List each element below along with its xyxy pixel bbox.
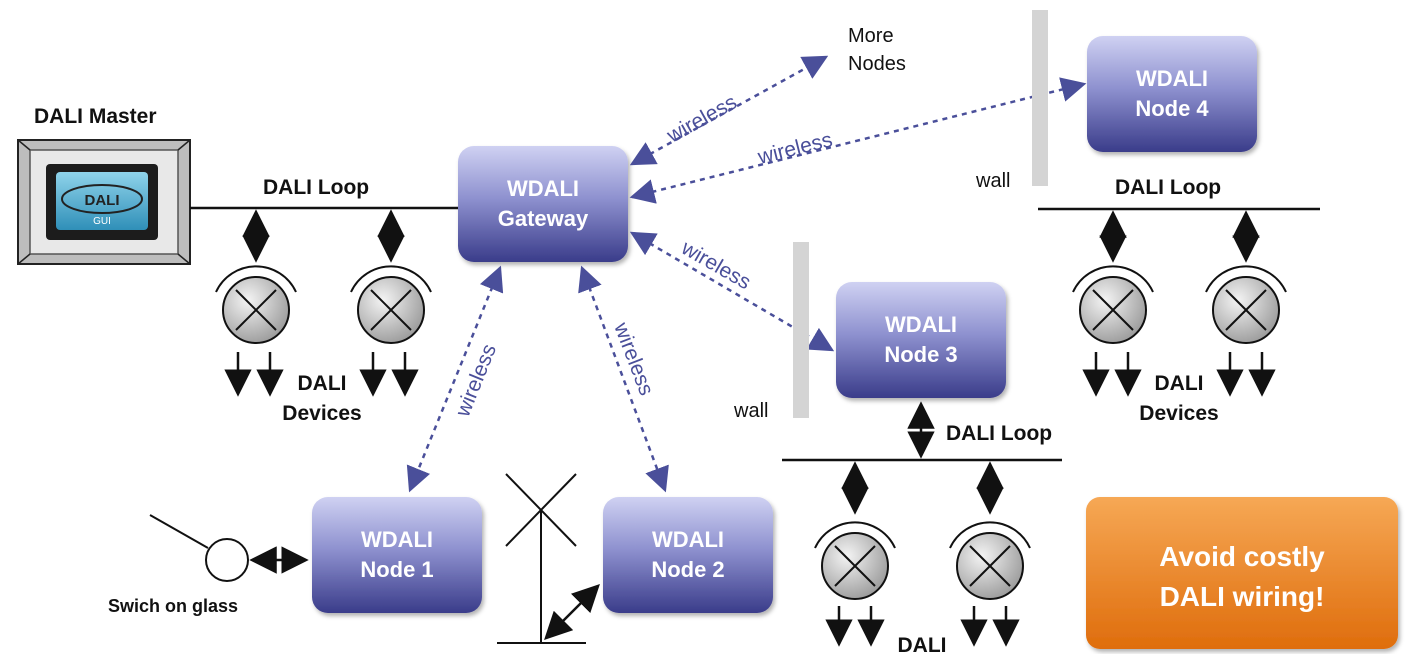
wireless-label: wireless (609, 319, 658, 399)
callout-line2: DALI wiring! (1160, 581, 1325, 612)
dali-master-panel: DALI GUI (17, 139, 191, 265)
lamp-icon (215, 265, 297, 344)
node2-title: WDALI (652, 527, 724, 552)
wdali-node3-box (836, 282, 1006, 398)
wdali-node2-box (603, 497, 773, 613)
wdali-node1-box (312, 497, 482, 613)
dali-loop-label-node3: DALI Loop (946, 422, 1052, 445)
node4-subtitle: Node 4 (1135, 96, 1209, 121)
wdali-node4-box (1087, 36, 1257, 152)
gui-text: GUI (93, 216, 111, 227)
antenna-arrow (544, 584, 600, 640)
dali-master-label: DALI Master (34, 105, 157, 128)
gui-dali-logo: DALI (85, 192, 120, 209)
antenna-icon (497, 473, 586, 644)
dali-devices-label: DALI (898, 634, 947, 654)
wireless-link-node4 (629, 77, 1087, 204)
lamp-icon (1205, 265, 1287, 344)
switch-on-glass-label: Swich on glass (108, 596, 238, 616)
avoid-wiring-callout (1086, 497, 1398, 649)
dali-devices-label: DALI (298, 372, 347, 395)
callout-line1: Avoid costly (1159, 541, 1325, 572)
dali-devices-label: Devices (282, 402, 361, 425)
wall-label: wall (975, 170, 1010, 192)
node2-subtitle: Node 2 (651, 557, 724, 582)
wireless-label: wireless (451, 341, 501, 421)
dali-loop-label-left: DALI Loop (263, 176, 369, 199)
node1-subtitle: Node 1 (360, 557, 433, 582)
device-arrows (224, 352, 419, 397)
more-nodes-label: Nodes (848, 53, 906, 75)
node3-title: WDALI (885, 312, 957, 337)
node3-subtitle: Node 3 (884, 342, 957, 367)
switch-icon (149, 514, 249, 582)
wireless-label: wireless (755, 128, 835, 169)
lamp-icon (350, 265, 432, 344)
device-arrows (825, 606, 1020, 647)
more-nodes-label: More (848, 25, 894, 47)
dali-loop-label-right: DALI Loop (1115, 176, 1221, 199)
wdali-gateway-box (458, 146, 628, 262)
node4-title: WDALI (1136, 66, 1208, 91)
lamp-icon (1072, 265, 1154, 344)
wall-label: wall (733, 400, 768, 422)
node1-title: WDALI (361, 527, 433, 552)
gateway-title: WDALI (507, 176, 579, 201)
dali-devices-label: Devices (1139, 402, 1218, 425)
gateway-subtitle: Gateway (498, 206, 589, 231)
wall-right (1032, 10, 1048, 186)
lamp-icon (814, 521, 896, 600)
lamp-icon (949, 521, 1031, 600)
wireless-label: wireless (662, 90, 740, 147)
dali-devices-label: DALI (1155, 372, 1204, 395)
wall-middle (793, 242, 809, 418)
device-arrows (1082, 352, 1276, 397)
